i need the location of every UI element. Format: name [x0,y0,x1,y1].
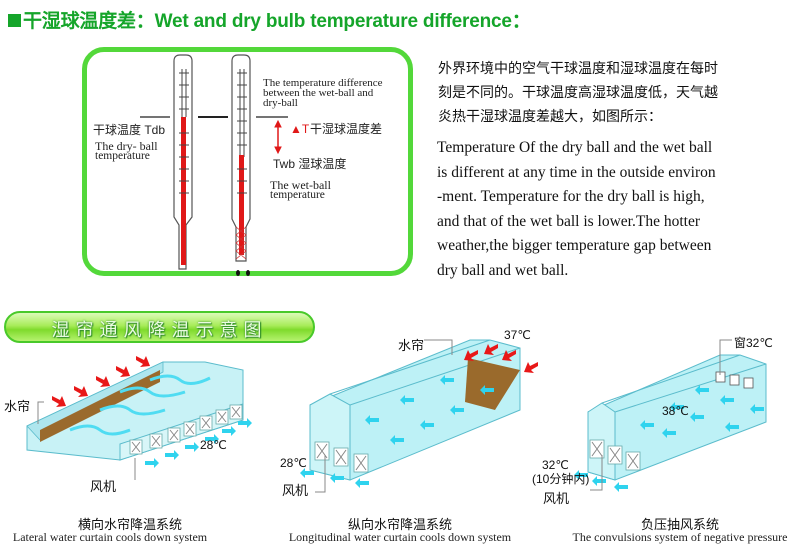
wet-bulb-label-cn: Twb 湿球温度 [273,157,347,171]
description-en: Temperature Of the dry ball and the wet … [437,139,716,279]
longitudinal-caption-en: Longitudinal water curtain cools down sy… [288,530,512,544]
negative-pressure-fan-label: 风机 [543,491,570,506]
longitudinal-caption-cn: 纵向水帘降温系统 [347,517,452,532]
exhaust-temp-label: 32℃ [542,458,569,472]
dry-bulb-label-cn: 干球温度 Tdb [93,123,166,137]
inside-temp-label: 38℃ [662,404,689,418]
lateral-system-diagram [26,356,252,480]
description-cn: 外界环境中的空气干球温度和湿球温度在每时 刻是不同的。干球温度高湿球温度低，天气… [438,60,718,124]
negative-pressure-caption-en: The convulsions system of negative press… [572,530,788,544]
exhaust-time-label: (10分钟内) [532,472,590,486]
thermometer-diagram [140,54,288,276]
temperature-difference-arrow-icon [274,119,282,155]
dry-bulb-label-en-1: The dry- ball [95,139,158,153]
longitudinal-temp-out-label: 28℃ [280,456,307,470]
water-drops-icon [236,270,250,276]
window-temp-label: 窗32℃ [734,336,773,350]
window-icons [715,371,754,389]
page-title: 干湿球温度差：Wet and dry bulb temperature diff… [8,6,531,33]
longitudinal-system-diagram [300,339,538,493]
negative-pressure-caption-cn: 负压抽风系统 [640,517,719,532]
lateral-caption-en: Lateral water curtain cools down system [12,530,208,544]
negative-pressure-system-diagram [574,339,767,492]
wet-bulb-thermometer-icon [231,54,251,262]
longitudinal-curtain-label: 水帘 [398,338,425,353]
wet-bulb-label-en-2: temperature [270,189,325,201]
longitudinal-fan-label: 风机 [282,483,309,498]
delta-t-symbol: ▲T [290,122,310,136]
lateral-caption-cn: 横向水帘降温系统 [77,517,182,532]
lateral-temp-label: 28℃ [200,438,227,452]
section-banner: 湿帘通风降温示意图 [4,311,315,343]
cool-airflow-icons [69,374,211,436]
lateral-fan-label: 风机 [90,479,117,494]
delta-t-label-cn: 干湿球温度差 [310,122,383,136]
difference-label-en-2: between the wet-ball and [263,87,374,99]
dry-bulb-label-en-2: temperature [95,150,150,162]
longitudinal-temp-in-label: 37℃ [504,328,531,342]
wet-bulb-label-en-1: The wet-ball [270,178,331,192]
difference-label-en-1: The temperature difference [263,77,383,89]
difference-label-en-3: dry-ball [263,97,298,109]
dry-bulb-thermometer-icon [173,54,193,270]
lateral-curtain-label: 水帘 [4,399,31,414]
bullet-square-icon [8,14,21,27]
